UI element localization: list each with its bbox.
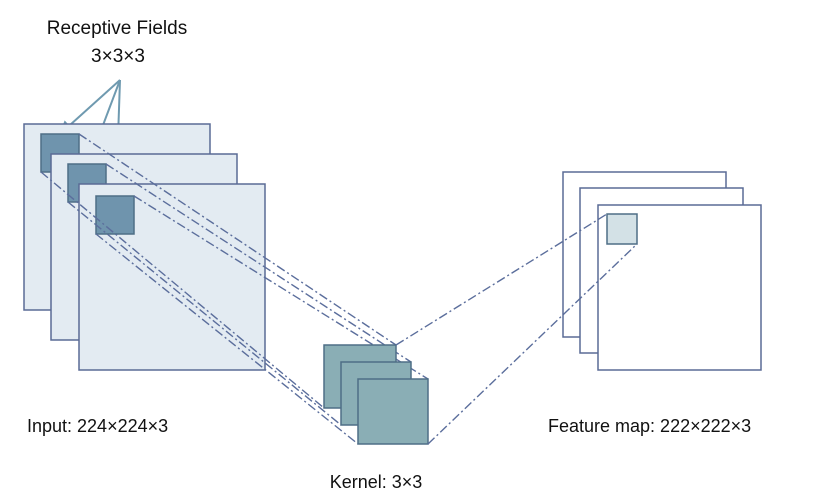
- kernel-to-feature-projections: [395, 213, 638, 445]
- input-label: Input: 224×224×3: [27, 416, 168, 436]
- kernel-label: Kernel: 3×3: [330, 472, 423, 492]
- projection-line: [67, 201, 342, 426]
- input-to-kernel-projections: [40, 133, 429, 445]
- projection-line: [78, 133, 397, 346]
- input-volume: [23, 123, 266, 371]
- kernel-stack: [323, 344, 429, 445]
- kernel-3: [357, 378, 429, 445]
- projection-line: [427, 243, 638, 445]
- projection-line: [40, 171, 325, 409]
- feature-map-volume: [562, 171, 762, 371]
- receptive-field-3: [95, 195, 135, 235]
- projection-line: [395, 213, 608, 346]
- receptive-fields-title: Receptive Fields: [47, 18, 187, 39]
- projection-line: [133, 195, 429, 380]
- feature-map-cell: [606, 213, 638, 245]
- feature-map-label: Feature map: 222×222×3: [548, 416, 751, 436]
- receptive-fields-dims: 3×3×3: [91, 46, 145, 67]
- projection-line: [95, 233, 359, 445]
